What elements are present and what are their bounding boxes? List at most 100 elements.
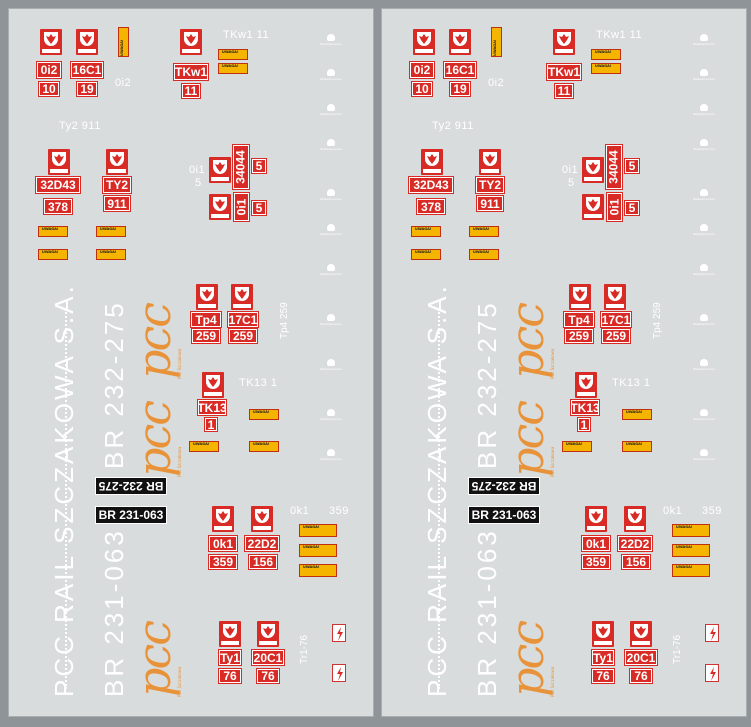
decal-sheet-left: 0i2 10 16C1 19 UWAGA! 0i2 TKw1 11 TKw1 1… (9, 9, 373, 716)
high-voltage-icon (705, 624, 719, 642)
company-name: PCC RAIL SZCZAKOWA S.A. (49, 283, 79, 697)
eagle-emblem (196, 284, 218, 310)
br-number-upper: BR 232-275 (99, 300, 129, 469)
skull-icon: Niebezpieczne (693, 189, 715, 203)
skull-icon: Niebezpieczne (693, 139, 715, 153)
number-box: 11 (554, 83, 574, 99)
ghost-label: TKw1 11 (223, 29, 270, 41)
skull-icon: Niebezpieczne (693, 69, 715, 83)
warning-sticker: UWAGA! (469, 249, 499, 260)
ghost-label: Ty2 911 (432, 120, 474, 132)
eagle-emblem (624, 506, 646, 532)
eagle-emblem (585, 506, 607, 532)
class-box: Ty1 (218, 649, 242, 666)
class-box: 0i2 (36, 61, 62, 79)
class-box: 0k1 (208, 535, 238, 552)
br-number-lower: BR 231-063 (472, 528, 502, 697)
warning-sticker: UWAGA! (591, 49, 621, 60)
number-box: 259 (564, 328, 594, 344)
dotted-line (65, 309, 67, 689)
number-plate-upper: BR 232-275 (95, 477, 167, 495)
class-box: TK13 (570, 399, 600, 416)
ghost-label-vertical: Tp4 259 (652, 302, 663, 339)
class-text: 34044 (234, 150, 248, 184)
number-box: 76 (218, 668, 242, 684)
ghost-label: 359 (329, 505, 349, 517)
skull-icon: Niebezpieczne (320, 224, 342, 238)
eagle-emblem (219, 621, 241, 647)
skull-icon: Niebezpieczne (320, 34, 342, 48)
warning-sticker: UWAGA! (562, 441, 592, 452)
skull-icon: Niebezpieczne (693, 104, 715, 118)
class-box: Tp4 (563, 311, 595, 328)
class-box: TY2 (102, 176, 132, 194)
class-box: Tp4 (190, 311, 222, 328)
high-voltage-icon (705, 664, 719, 682)
eagle-emblem (202, 372, 224, 398)
eagle-emblem (592, 621, 614, 647)
ghost-label: 0i2 (115, 77, 132, 89)
skull-icon: Niebezpieczne (320, 139, 342, 153)
eagle-emblem (630, 621, 652, 647)
skull-icon: Niebezpieczne (693, 34, 715, 48)
company-name: PCC RAIL SZCZAKOWA S.A. (422, 283, 452, 697)
ghost-label: 359 (702, 505, 722, 517)
warning-sticker: UWAGA! (299, 564, 337, 577)
skull-icon: Niebezpieczne (320, 449, 342, 463)
number-box: 76 (256, 668, 280, 684)
dotted-line (438, 309, 440, 689)
number-box: 911 (103, 195, 131, 212)
eagle-emblem (212, 506, 234, 532)
warning-sticker: UWAGA! (38, 226, 68, 237)
eagle-emblem (209, 194, 231, 220)
skull-icon: Niebezpieczne (320, 314, 342, 328)
class-box: TKw1 (173, 63, 209, 81)
eagle-emblem (575, 372, 597, 398)
number-box: 156 (621, 554, 651, 570)
skull-icon: Niebezpieczne (320, 264, 342, 278)
decal-sheet-right: 0i2 10 16C1 19 UWAGA! 0i2 TKw1 11 TKw1 1… (382, 9, 746, 716)
class-box: 32D43 (35, 176, 81, 194)
ghost-label: 0i1 (562, 164, 579, 176)
ghost-label: 5 (568, 177, 575, 189)
eagle-emblem (582, 194, 604, 220)
skull-icon: Niebezpieczne (693, 314, 715, 328)
br-number-lower: BR 231-063 (99, 528, 129, 697)
class-box: 16C1 (70, 61, 104, 79)
skull-icon: Niebezpieczne (693, 449, 715, 463)
high-voltage-icon (332, 664, 346, 682)
warning-sticker: UWAGA! (96, 249, 126, 260)
warning-sticker: UWAGA! (591, 63, 621, 74)
number-box: 359 (581, 554, 611, 570)
skull-icon: Niebezpieczne (320, 104, 342, 118)
warning-sticker: UWAGA! (38, 249, 68, 260)
warning-sticker: UWAGA! (218, 49, 248, 60)
class-box: 16C1 (443, 61, 477, 79)
class-box: TY2 (475, 176, 505, 194)
number-box: 378 (43, 198, 73, 215)
number-box: 5 (624, 200, 640, 216)
eagle-emblem (40, 29, 62, 55)
warning-sticker: UWAGA! (96, 226, 126, 237)
ghost-label-vertical: Tp4 259 (279, 302, 290, 339)
warning-sticker: UWAGA! (249, 409, 279, 420)
number-box: 5 (251, 158, 267, 174)
warning-sticker: UWAGA! (622, 441, 652, 452)
class-text: 0i1 (607, 198, 622, 216)
class-box-vertical: 0i1 (606, 192, 623, 222)
number-box: 259 (601, 328, 631, 344)
eagle-emblem (209, 157, 231, 183)
number-box: 19 (76, 81, 98, 97)
warning-sticker: UWAGA! (118, 27, 129, 57)
skull-icon: Niebezpieczne (693, 409, 715, 423)
warning-sticker: UWAGA! (672, 524, 710, 537)
br-number-upper: BR 232-275 (472, 300, 502, 469)
eagle-emblem (48, 149, 70, 175)
ghost-label: TKw1 11 (596, 29, 643, 41)
eagle-emblem (449, 29, 471, 55)
